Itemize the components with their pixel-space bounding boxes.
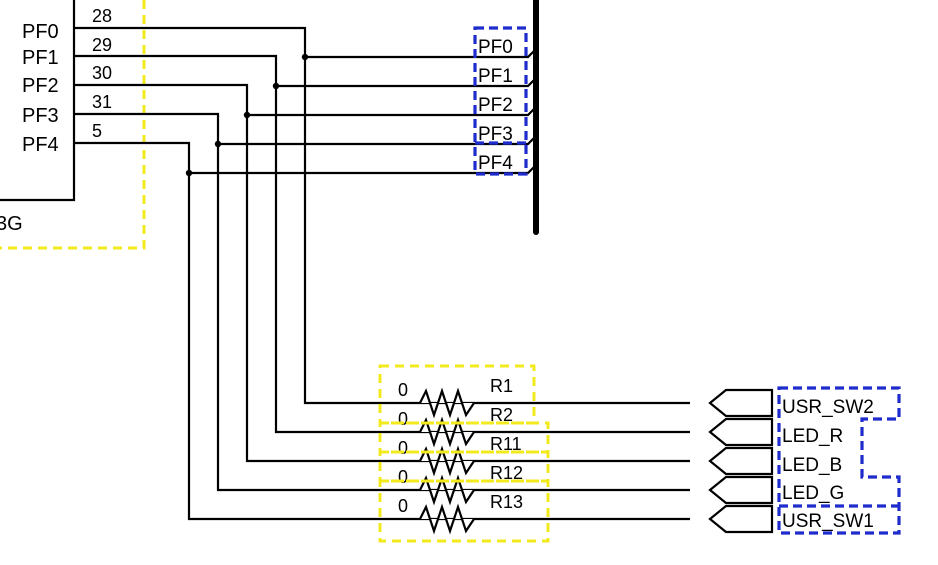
pin-number-pf3: 31 [92,92,112,112]
chip-pin-pf3: PF3 31 [22,92,112,127]
chip-partial-label: 3G [0,213,23,235]
pin-name-pf1: PF1 [22,47,59,69]
chip-pin-pf1: PF1 29 [22,35,112,69]
offpage-connectors [708,388,774,534]
wire-pf0 [74,26,690,405]
pin-number-pf0: 28 [92,6,112,26]
net-label-led-b: LED_B [782,455,842,476]
net-label-usr-sw1: USR_SW1 [782,511,874,532]
chip-pin-pf2: PF2 30 [22,63,112,97]
chip-highlight-box [0,0,146,250]
pin-number-pf1: 29 [92,35,112,55]
wire-pf1 [74,54,690,434]
resistor-value-r11: 0 [398,438,408,458]
resistor-name-r12: R12 [490,463,523,483]
resistor-highlight-box-2 [378,421,550,454]
wire-pf3 [74,112,690,492]
resistor-value-r13: 0 [398,496,408,516]
net-label-led-r: LED_R [782,426,843,447]
net-labels-highlight-box [777,386,901,535]
resistor-r13: 0 R13 [398,492,523,535]
resistor-r12: 0 R12 [398,463,523,506]
chip-pin-pf0: PF0 28 [22,6,112,43]
resistor-name-r1: R1 [490,376,513,396]
pin-name-pf3: PF3 [22,105,59,127]
resistor-highlight-box-4 [378,479,550,543]
pin-number-pf4: 5 [92,121,102,141]
pin-number-pf2: 30 [92,63,112,83]
resistor-name-r11: R11 [490,434,522,454]
bus-label-pf2: PF2 [478,95,513,116]
resistor-name-r2: R2 [490,405,513,425]
bus-label-pf1: PF1 [478,66,513,87]
resistor-r1: 0 R1 [398,376,513,419]
pin-name-pf4: PF4 [22,134,59,156]
pin-name-pf2: PF2 [22,75,59,97]
net-label-usr-sw2: USR_SW2 [782,397,874,418]
pin-name-pf0: PF0 [22,21,59,43]
bus-label-pf3: PF3 [478,124,513,145]
resistor-highlight-box-3 [378,450,550,483]
bus-label-pf0: PF0 [478,37,513,58]
resistor-value-r12: 0 [398,467,408,487]
wire-pf2 [74,83,690,463]
resistor-value-r1: 0 [398,380,408,400]
chip-body [0,0,76,202]
wire-pf4 [74,141,690,521]
resistor-name-r13: R13 [490,492,523,512]
chip-pin-pf4: PF4 5 [22,121,102,156]
bus-label-pf4: PF4 [478,153,513,174]
resistor-value-r2: 0 [398,409,408,429]
net-label-led-g: LED_G [782,483,844,504]
